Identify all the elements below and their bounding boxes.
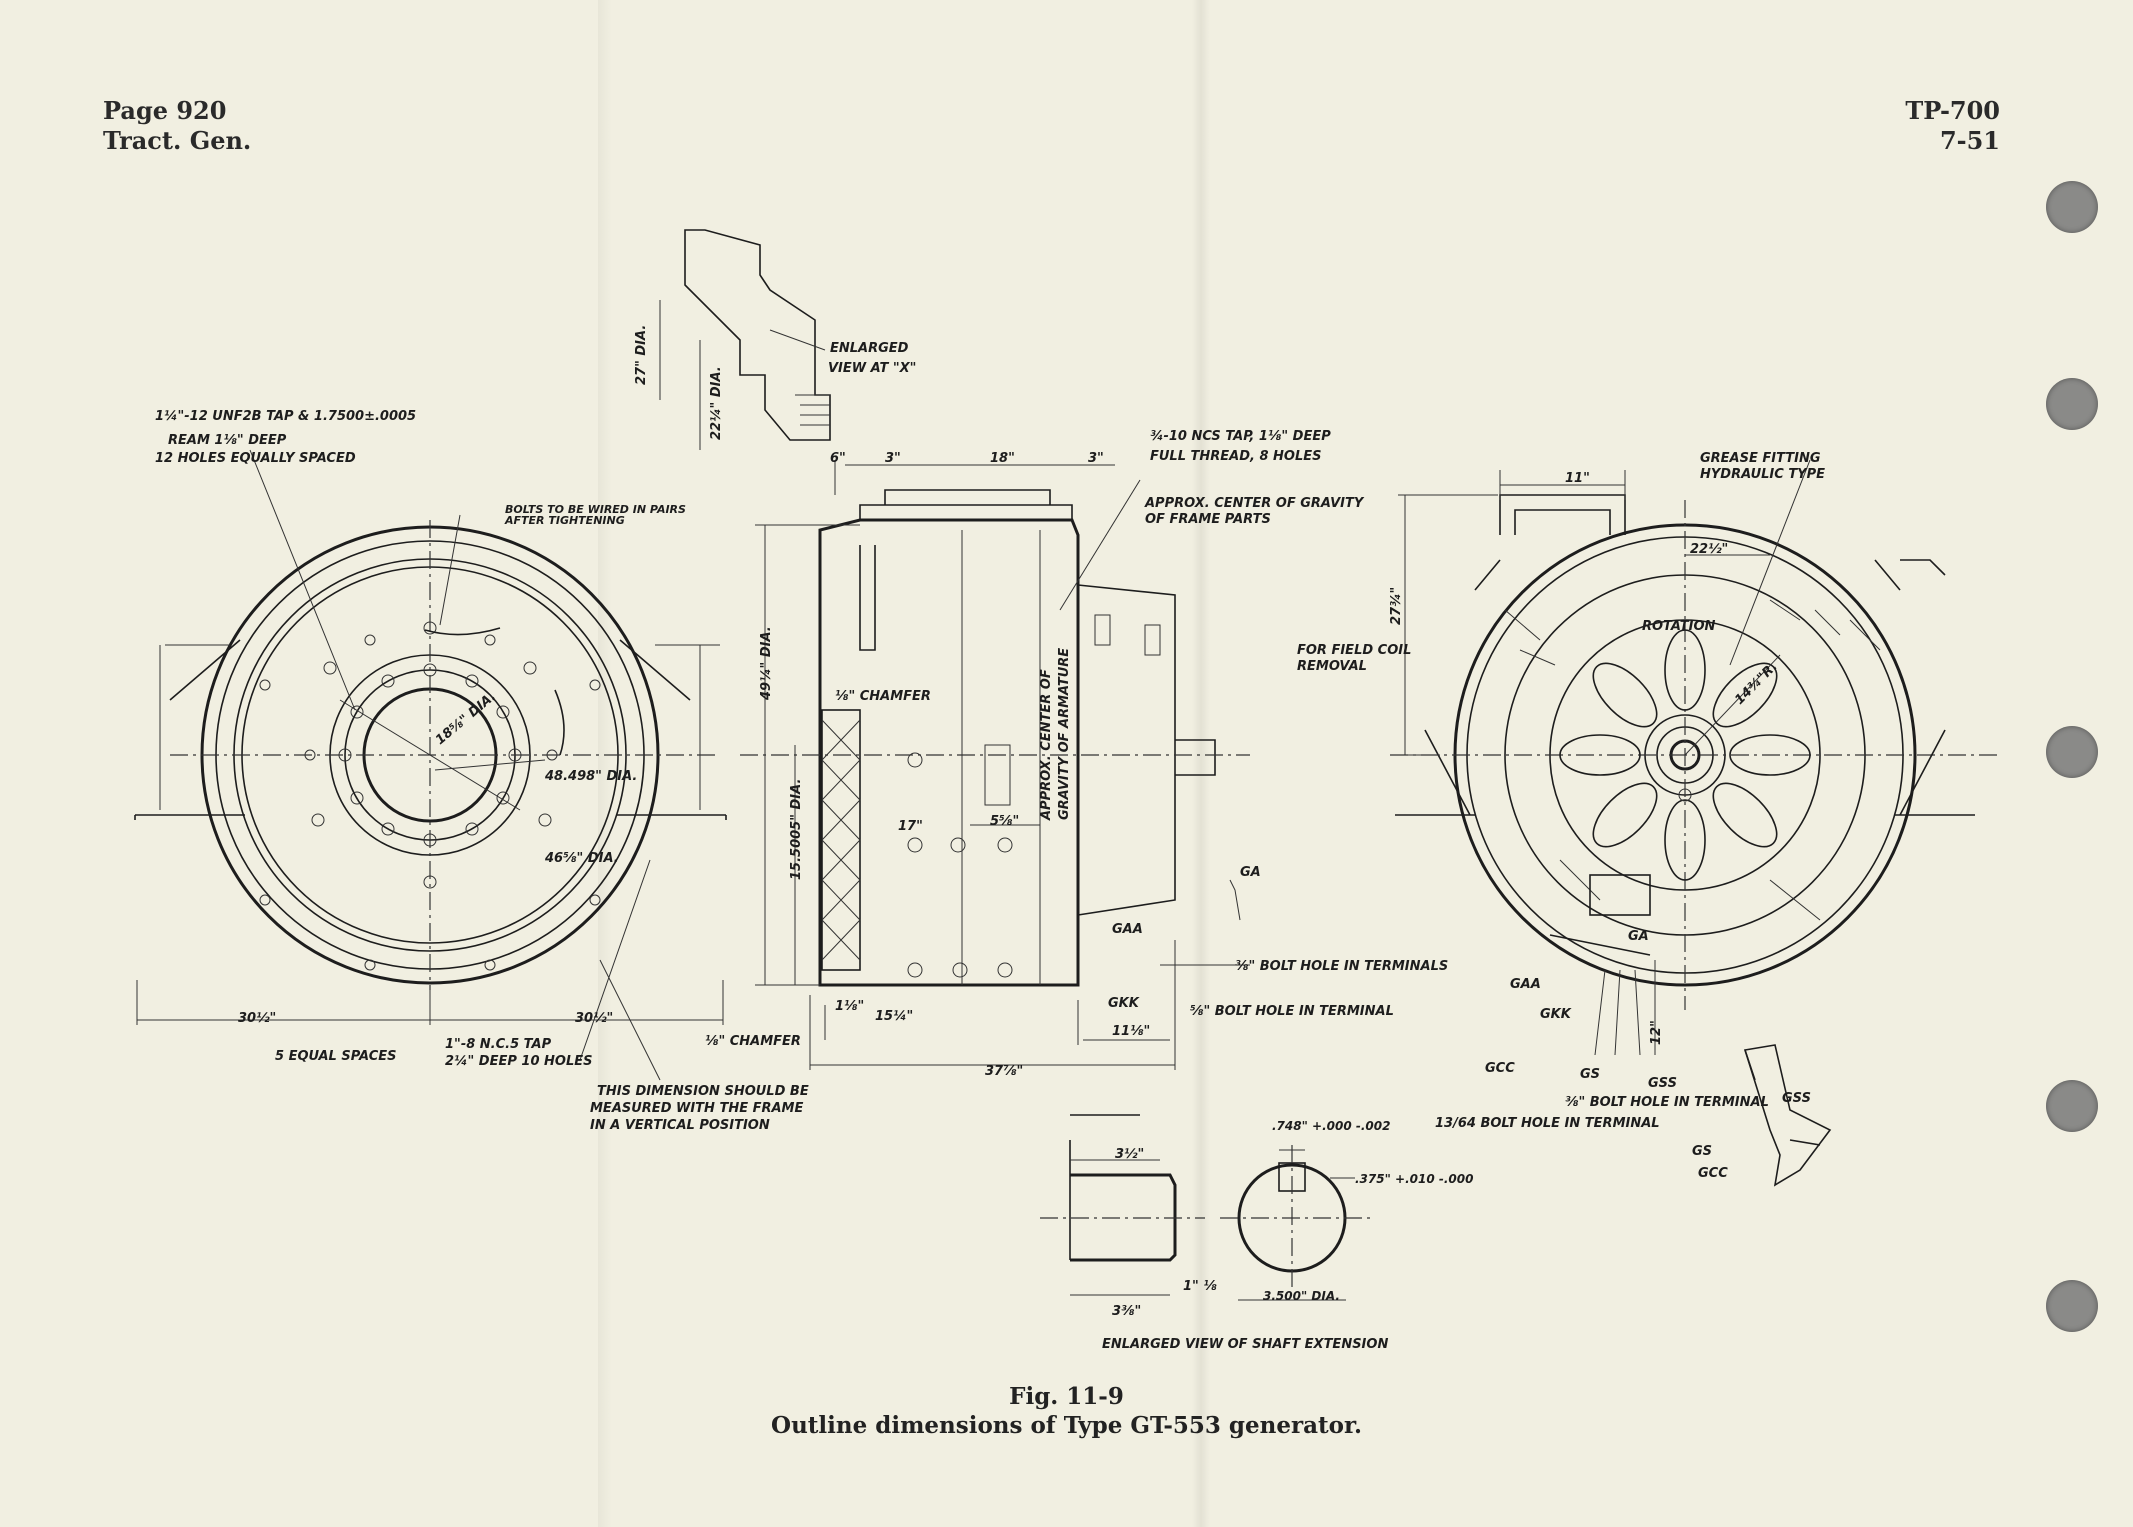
figure-number: Fig. 11-9 [1009,1383,1124,1410]
gcc-label: GCC [1485,1061,1515,1076]
shaft-extension-title: ENLARGED VIEW OF SHAFT EXTENSION [1102,1337,1388,1352]
equal-spaces-label: 5 EQUAL SPACES [275,1049,397,1064]
page-fold [1192,0,1210,1527]
shaft-748-label: .748" +.000 -.002 [1272,1119,1390,1133]
grease-fitting-line2: HYDRAULIC TYPE [1700,467,1825,482]
dia-22-label: 22¼" DIA. [709,366,724,440]
end-view-right [1390,459,2000,1187]
enlarged-view-line2: VIEW AT "X" [828,361,916,376]
bolts-note-line2: AFTER TIGHTENING [504,514,625,527]
dim-14-4-label: 14¾"R. [1732,659,1780,707]
gkk-label-side: GKK [1108,996,1140,1011]
gkk-label-end: GKK [1540,1007,1572,1022]
enlarged-view-line1: ENLARGED [830,341,909,356]
gcc-label-sketch: GCC [1698,1166,1728,1181]
gs-label: GS [1580,1067,1600,1082]
dim-11-label: 11" [1565,471,1590,486]
tap-note-line1: 1¼"-12 UNF2B TAP & 1.7500±.0005 [155,409,416,424]
vertical-note-line1: THIS DIMENSION SHOULD BE [597,1084,809,1099]
dim-11-8-label: 11⅛" [1112,1024,1150,1039]
document-date: 7-51 [1939,126,2000,155]
dia-48-label: 48.498" DIA. [544,769,637,784]
bolt-term-13-64-label: 13/64 BOLT HOLE IN TERMINAL [1435,1116,1660,1131]
shaft-1-8-label: 1" ⅛ [1183,1279,1217,1294]
dim-18-label: 18" [990,451,1015,466]
dim-5-8-label: 5⅝" [990,814,1019,829]
dia-27-label: 27" DIA. [634,325,649,385]
dim-1-1-8-label: 1⅛" [835,999,864,1014]
shaft-3-2-label: 3½" [1115,1147,1144,1162]
dim-15-4-label: 15¼" [875,1009,913,1024]
section-name: Tract. Gen. [103,126,252,155]
header-right: TP-700 7-51 [1905,96,2000,156]
binder-hole [2046,181,2098,233]
shaft-extension-view [1040,1114,1370,1301]
shaft-3500-label: 3.500" DIA. [1263,1289,1340,1303]
rotation-label: ROTATION [1642,619,1715,634]
page-fold [598,0,612,1527]
binder-hole [2046,378,2098,430]
gaa-label-end: GAA [1510,977,1541,992]
binder-hole [2046,726,2098,778]
dim-27-4-label: 27¾" [1389,587,1404,625]
dim-3-left: 3" [885,451,901,466]
tap-note-line2: REAM 1⅛" DEEP [168,433,287,448]
header-left: Page 920 Tract. Gen. [103,96,251,156]
dim-17-label: 17" [898,819,923,834]
page-number: Page 920 [103,96,227,125]
nc-tap-line1: 1"-8 N.C.5 TAP [445,1037,552,1052]
bolt-term-3-8-label: ⅜" BOLT HOLE IN TERMINAL [1565,1095,1769,1110]
grease-fitting-line1: GREASE FITTING [1700,451,1821,466]
dim-30-left: 30½" [238,1011,276,1026]
figure-title: Outline dimensions of Type GT-553 genera… [771,1412,1362,1439]
bolt-terminals-label: ⅜" BOLT HOLE IN TERMINALS [1235,959,1448,974]
dia-46-label: 46⅝" DIA. [544,851,619,866]
gss-label-sketch: GSS [1782,1091,1811,1106]
drawing-labels: 1¼"-12 UNF2B TAP & 1.7500±.0005 REAM 1⅛"… [155,325,1825,1352]
field-coil-line2: REMOVAL [1297,659,1367,674]
side-view [659,229,1250,1070]
cog-frame-line2: OF FRAME PARTS [1145,512,1271,527]
bolts-note-line1: BOLTS TO BE WIRED IN PAIRS [505,503,686,516]
ncs-tap-line1: ¾-10 NCS TAP, 1⅛" DEEP [1150,429,1331,444]
document-id: TP-700 [1905,96,2000,125]
gs-label-sketch: GS [1692,1144,1712,1159]
gss-label: GSS [1648,1076,1677,1091]
bolt-terminal-label: ⅝" BOLT HOLE IN TERMINAL [1190,1004,1394,1019]
nc-tap-line2: 2¼" DEEP 10 HOLES [445,1054,592,1069]
dim-3-right: 3" [1088,451,1104,466]
binder-hole [2046,1080,2098,1132]
dim-6-label: 6" [830,451,846,466]
ncs-tap-line2: FULL THREAD, 8 HOLES [1150,449,1322,464]
field-coil-line1: FOR FIELD COIL [1297,643,1411,658]
binder-hole [2046,1280,2098,1332]
cog-frame-line1: APPROX. CENTER OF GRAVITY [1144,496,1365,511]
dia-49-label: 49¼" DIA. [759,626,774,701]
dim-30-right: 30½" [575,1011,613,1026]
dim-22-2-label: 22½" [1690,542,1728,557]
tap-note-line3: 12 HOLES EQUALLY SPACED [155,451,356,466]
cog-armature-line2: GRAVITY OF ARMATURE [1057,648,1072,820]
dim-37-label: 37⅞" [985,1064,1023,1079]
ga-label-end: GA [1628,929,1649,944]
dia-15-label: 15.5005" DIA. [789,779,804,880]
dim-12-label: 12" [1649,1020,1664,1045]
vertical-note-line3: IN A VERTICAL POSITION [590,1118,770,1133]
shaft-3-8-label: 3⅜" [1112,1304,1141,1319]
vertical-note-line2: MEASURED WITH THE FRAME [590,1101,803,1116]
chamfer-label-top: ⅛" CHAMFER [835,689,931,704]
end-view-left [134,449,727,1081]
cog-armature-line1: APPROX. CENTER OF [1039,669,1054,821]
ga-label-side: GA [1240,865,1261,880]
gaa-label-side: GAA [1112,922,1143,937]
shaft-375-label: .375" +.010 -.000 [1355,1172,1473,1186]
chamfer-label-bottom: ⅛" CHAMFER [705,1034,801,1049]
